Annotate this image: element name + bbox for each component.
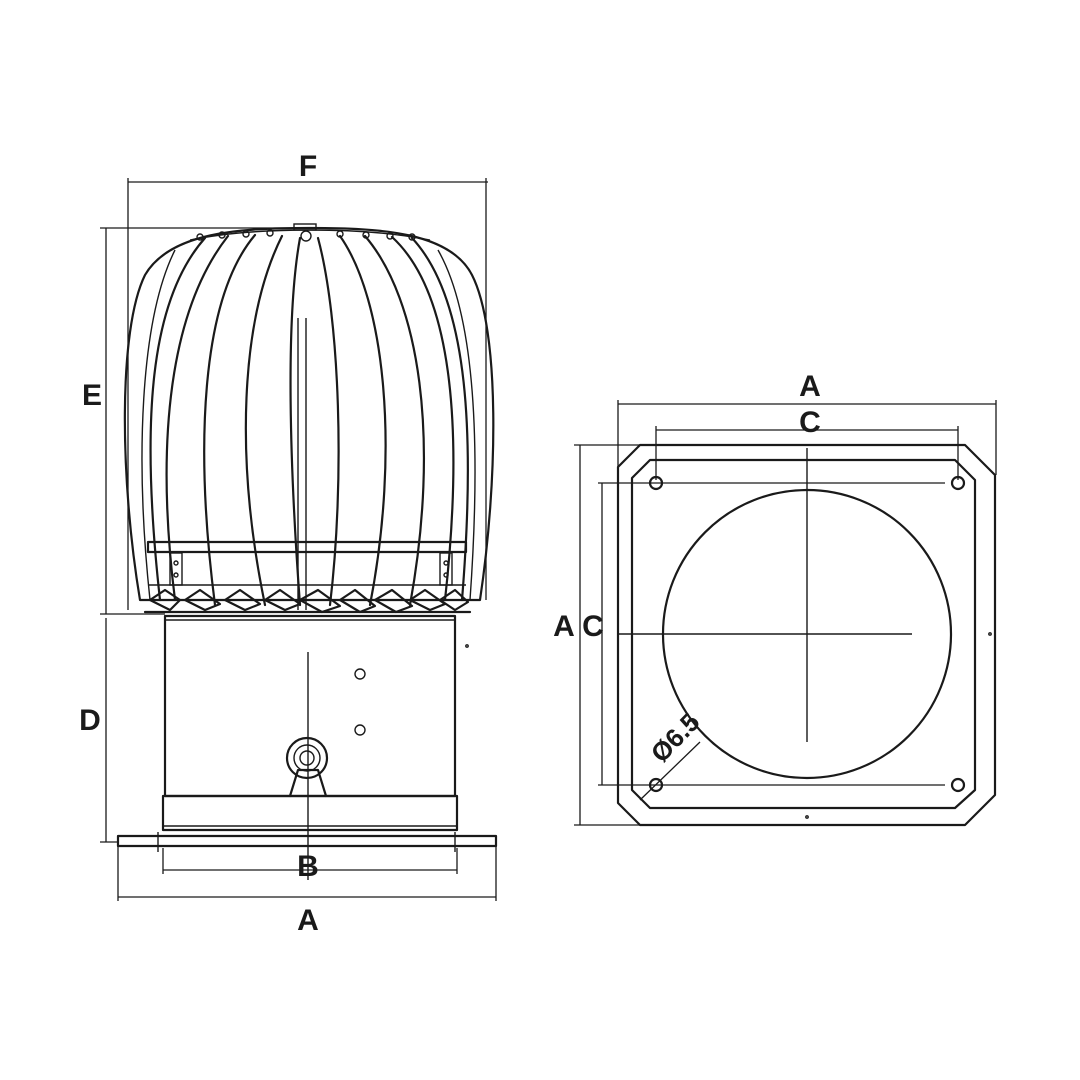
label-e: E bbox=[82, 379, 102, 412]
label-plan-c-left: C bbox=[582, 610, 604, 643]
vane-tips bbox=[148, 588, 470, 614]
turbine-outer-profile bbox=[123, 226, 495, 602]
label-hole-diameter: Ø6.5 bbox=[645, 707, 706, 768]
label-a-bottom: A bbox=[297, 904, 319, 937]
top-plan-view: A C A C Ø6.5 bbox=[553, 370, 997, 827]
label-plan-a-top: A bbox=[799, 370, 821, 403]
throat-collar bbox=[161, 794, 459, 832]
hole-leader-line bbox=[639, 741, 701, 801]
plan-inner-plate bbox=[630, 458, 977, 810]
label-d: D bbox=[79, 704, 101, 737]
base-flange bbox=[116, 834, 498, 848]
label-f: F bbox=[299, 150, 317, 183]
label-plan-a-left: A bbox=[553, 610, 575, 643]
body-hole-upper bbox=[354, 668, 366, 680]
lower-body bbox=[116, 614, 498, 880]
label-b: B bbox=[297, 850, 319, 883]
plan-dimensions bbox=[574, 400, 997, 826]
body-hole-lower bbox=[354, 724, 366, 736]
clamp-bolt bbox=[285, 736, 329, 798]
side-elevation-view: F E D B A bbox=[79, 150, 498, 937]
plan-outer-plate bbox=[616, 443, 997, 827]
mounting-hole-bottom-right bbox=[950, 777, 966, 793]
bearing-ring bbox=[146, 540, 468, 586]
turbine-vanes bbox=[141, 233, 476, 607]
turbine-head bbox=[123, 223, 495, 614]
label-plan-c-top: C bbox=[799, 406, 821, 439]
side-dimensions bbox=[100, 178, 497, 901]
